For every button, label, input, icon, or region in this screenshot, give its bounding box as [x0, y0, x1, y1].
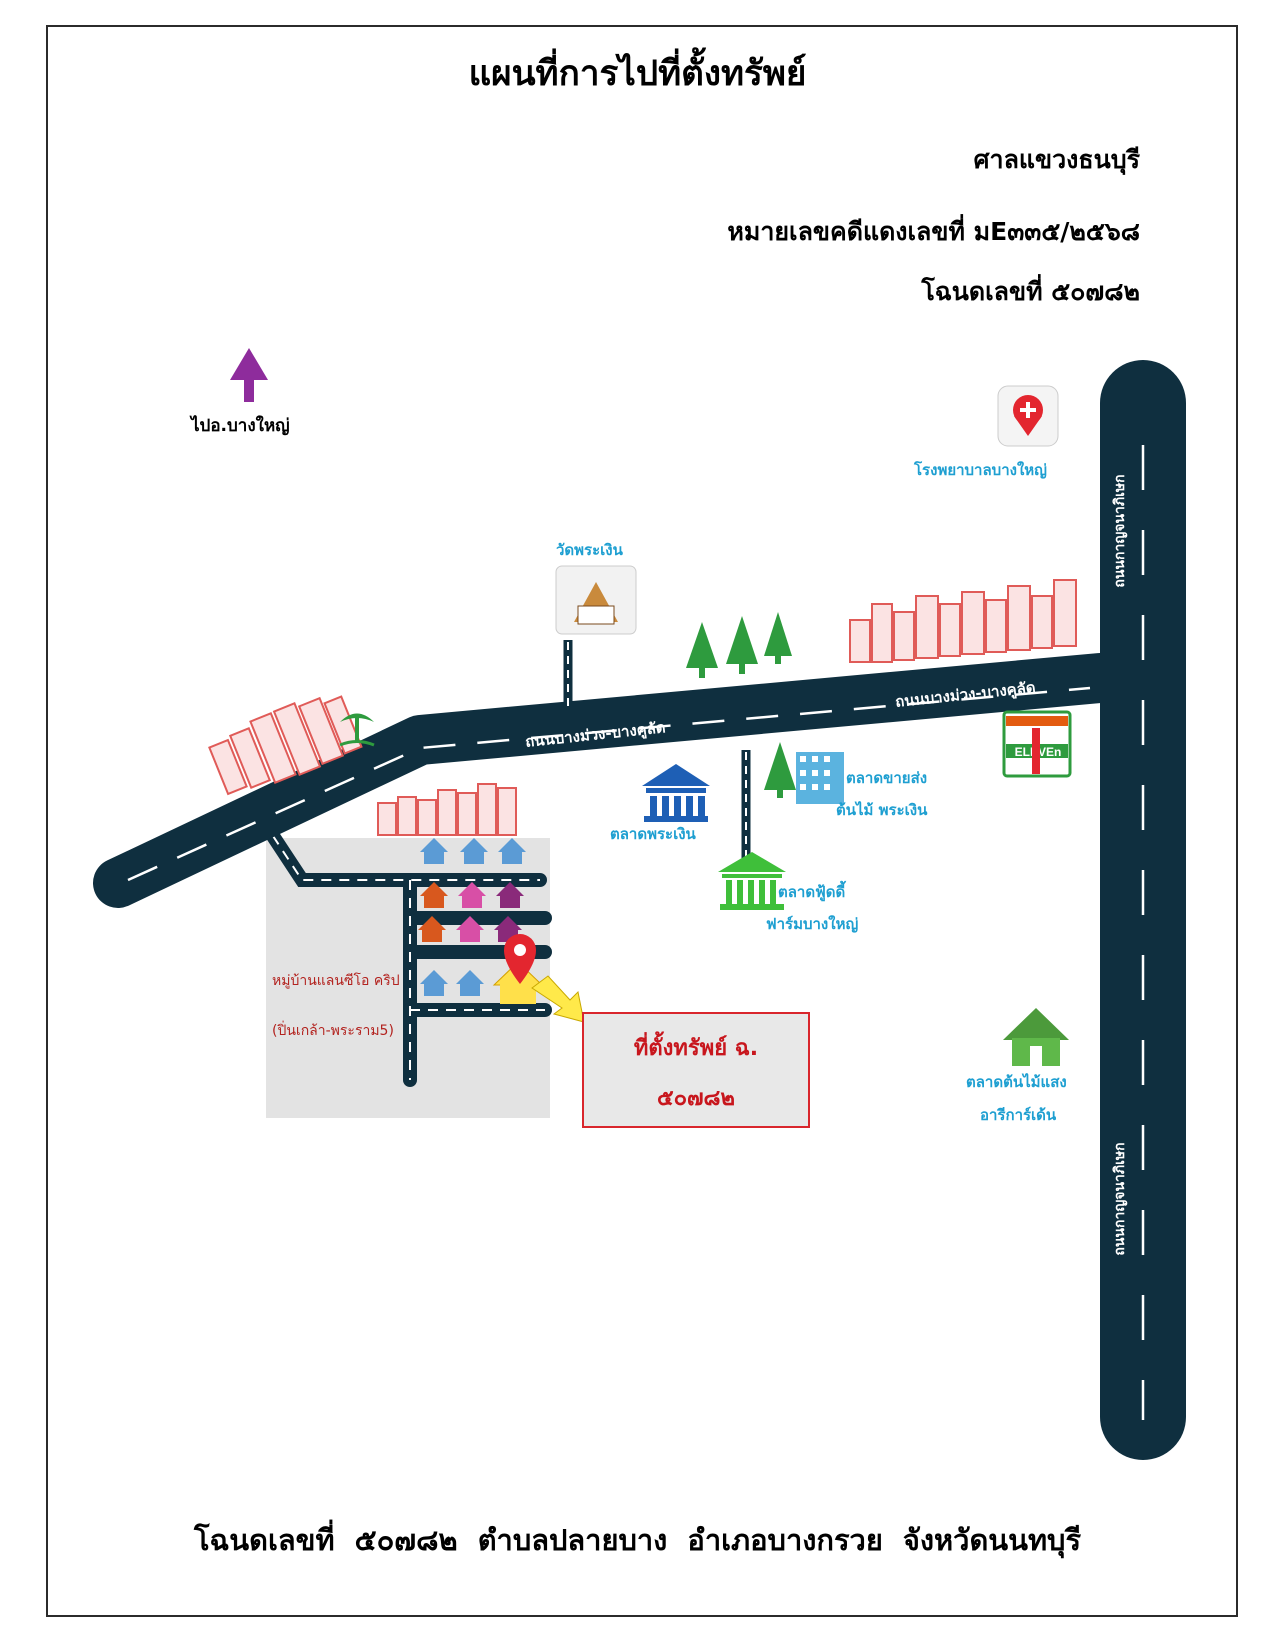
court-name: ศาลแขวงธนบุรี — [973, 145, 1140, 174]
village-label-1: หมู่บ้านแลนซีโอ คริป — [272, 973, 400, 989]
temple-label: วัดพระเงิน — [556, 541, 623, 559]
buildings-right — [849, 579, 1077, 663]
hospital-icon — [997, 385, 1059, 447]
convenience-store-icon: ELEVEn — [1002, 710, 1072, 778]
hospital-label: โรงพยาบาลบางใหญ่ — [914, 461, 1047, 479]
pine-trees-icon — [686, 612, 796, 798]
page-title: แผนที่การไปที่ตั้งทรัพย์ — [468, 54, 807, 94]
buildings-middle — [377, 783, 517, 836]
foodie-market-label-2: ฟาร์มบางใหญ่ — [766, 915, 859, 933]
location-pin-icon — [504, 934, 536, 984]
foodie-market-icon — [718, 852, 786, 910]
case-number: หมายเลขคดีแดงเลขที่ มE๓๓๕/๒๕๖๘ — [727, 217, 1140, 246]
market-building-icon — [642, 764, 710, 822]
property-pointer-arrow-icon — [531, 975, 585, 1023]
property-box: ที่ตั้งทรัพย์ ฉ. ๕๐๗๘๒ — [582, 1012, 810, 1128]
main-road — [93, 653, 1125, 908]
buildings-left — [208, 695, 363, 796]
wholesale-market-label-1: ตลาดขายส่ง — [846, 769, 928, 787]
property-label-2: ๕๐๗๘๒ — [656, 1086, 736, 1111]
vertical-road-label-bottom: ถนนกาญจนาภิเษก — [1112, 1142, 1128, 1256]
north-label: ไปอ.บางใหญ่ — [191, 416, 290, 436]
deed-number: โฉนดเลขที่ ๕๐๗๘๒ — [921, 277, 1140, 306]
wholesale-market-label-2: ต้นไม้ พระเงิน — [836, 801, 928, 819]
property-label-1: ที่ตั้งทรัพย์ ฉ. — [633, 1036, 759, 1061]
tree-market-label-1: ตลาดต้นไม้แสง — [966, 1073, 1067, 1091]
palm-tree-icon — [339, 713, 375, 747]
village-label-2: (ปิ่นเกล้า-พระราม5) — [272, 1023, 394, 1039]
market-phra-ngoen-label: ตลาดพระเงิน — [610, 825, 696, 843]
map-frame — [46, 25, 1238, 1617]
vertical-road-label-top: ถนนกาญจนาภิเษก — [1112, 474, 1128, 588]
tree-market-label-2: อารีการ์เด้น — [980, 1106, 1057, 1124]
foodie-market-label-1: ตลาดฟู้ดดี้ — [778, 883, 846, 901]
house-icon — [1003, 1008, 1069, 1066]
village-houses-icon — [418, 838, 526, 996]
temple-icon — [555, 565, 637, 635]
north-arrow-icon — [230, 348, 268, 402]
footer-location: โฉนดเลขที่ ๕๐๗๘๒ ตำบลปลายบาง อำเภอบางกรว… — [193, 1523, 1082, 1557]
wholesale-market-icon — [796, 752, 844, 804]
vertical-road — [1100, 360, 1186, 1460]
